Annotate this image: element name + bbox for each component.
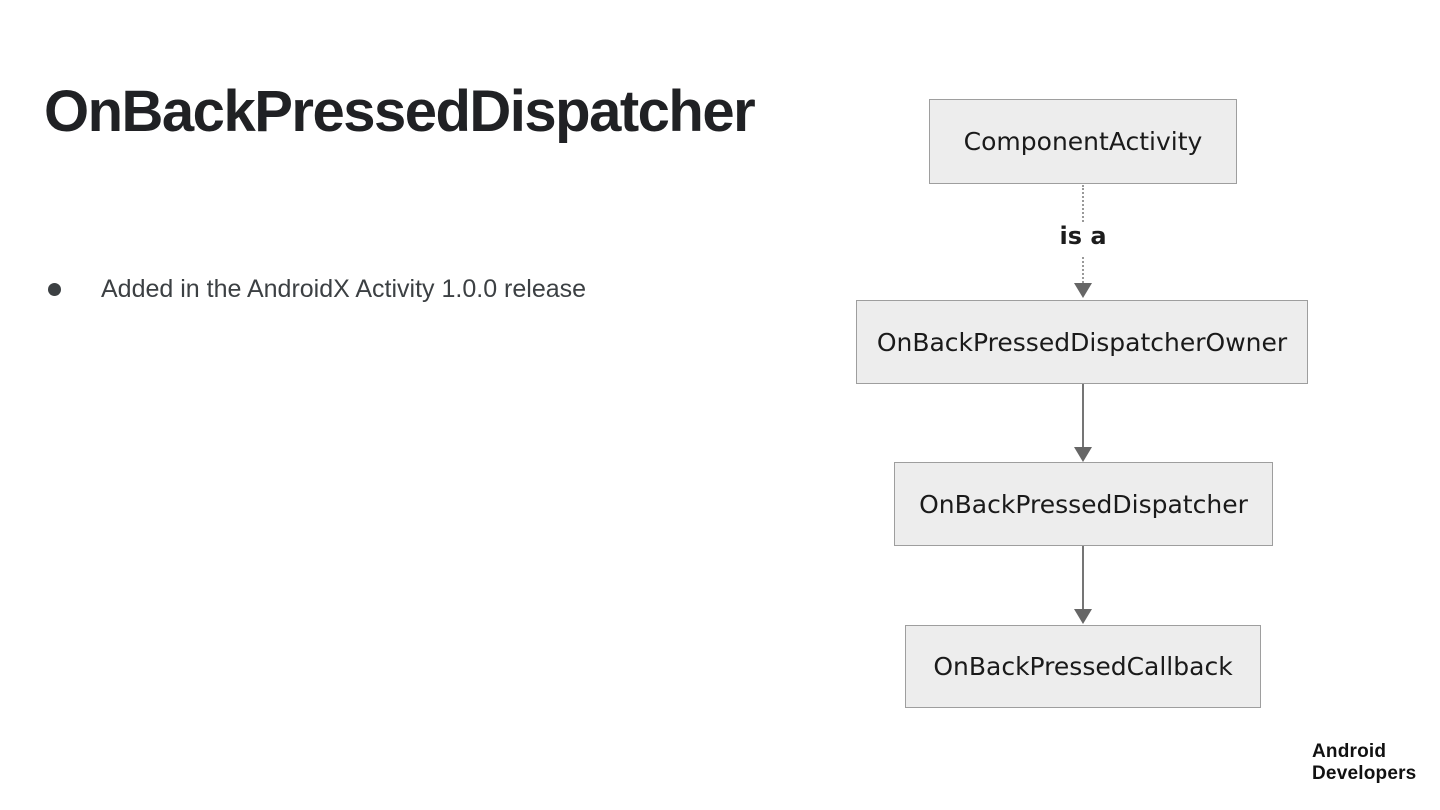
logo-line-android: Android	[1312, 741, 1387, 762]
class-hierarchy-diagram: ComponentActivity is a OnBackPressedDisp…	[850, 95, 1320, 715]
node-onbackpressedcallback: OnBackPressedCallback	[905, 625, 1261, 708]
node-onbackpresseddispatcherowner: OnBackPressedDispatcherOwner	[856, 300, 1308, 384]
android-developers-logo: Android Developers	[1312, 741, 1416, 785]
solid-edge-segment	[1082, 546, 1084, 609]
bullet-item: Added in the AndroidX Activity 1.0.0 rel…	[48, 274, 586, 304]
node-component-activity: ComponentActivity	[929, 99, 1237, 184]
bullet-text: Added in the AndroidX Activity 1.0.0 rel…	[101, 275, 587, 303]
arrowhead-icon	[1074, 447, 1092, 462]
bullet-icon	[48, 282, 61, 296]
dotted-edge-segment	[1082, 257, 1084, 283]
solid-edge-segment	[1082, 384, 1084, 447]
edge-label-is-a: is a	[1059, 222, 1107, 250]
arrowhead-icon	[1074, 609, 1092, 624]
arrowhead-icon	[1074, 283, 1092, 298]
node-onbackpresseddispatcher: OnBackPressedDispatcher	[894, 462, 1273, 546]
logo-line-developers: Developers	[1312, 763, 1417, 784]
dotted-edge-segment	[1082, 185, 1084, 222]
page-title: OnBackPressedDispatcher	[44, 79, 756, 144]
